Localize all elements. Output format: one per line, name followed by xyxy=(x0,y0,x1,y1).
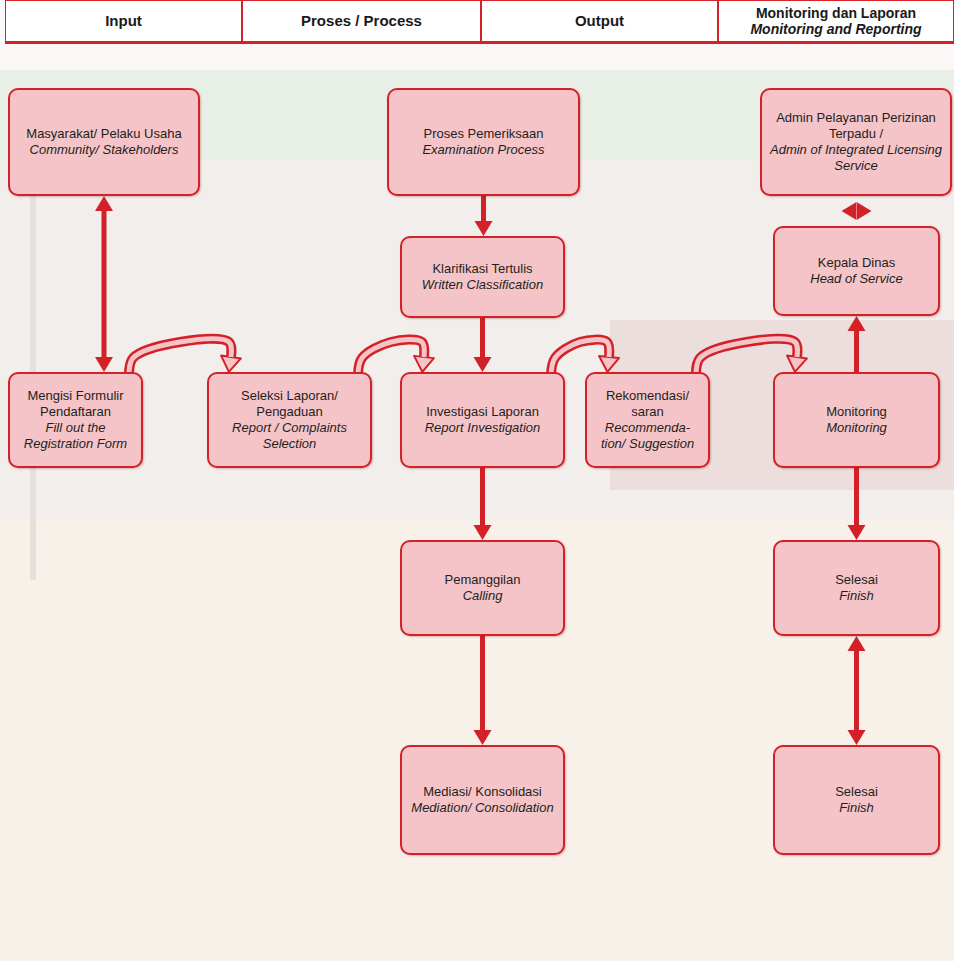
flow-curve-arrow xyxy=(358,339,424,376)
process-box: SelesaiFinish xyxy=(773,745,940,855)
column-header: Output xyxy=(575,12,624,29)
box-label-english: Mediation/ Consolidation xyxy=(410,800,555,816)
flow-curve-arrow xyxy=(551,340,609,376)
box-label: Selesai xyxy=(783,572,930,588)
flow-arrow xyxy=(480,468,485,525)
column-header: Monitoring dan Laporan xyxy=(756,5,916,21)
process-box: Mengisi Formulir PendaftaranFill out the… xyxy=(8,372,143,468)
box-label: Seleksi Laporan/ Pengaduan xyxy=(217,388,362,421)
box-content: SelesaiFinish xyxy=(783,572,930,605)
box-label: Masyarakat/ Pelaku Usaha xyxy=(18,126,190,142)
box-label-english: Community/ Stakeholders xyxy=(18,142,190,158)
box-label-english: Fill out the Registration Form xyxy=(18,420,133,453)
header-cell: Input xyxy=(5,0,242,44)
column-header: Input xyxy=(105,12,142,29)
header-cell: Monitoring dan LaporanMonitoring and Rep… xyxy=(718,0,954,44)
box-content: Investigasi LaporanReport Investigation xyxy=(410,404,555,437)
flag-pole xyxy=(30,160,36,580)
process-box: Seleksi Laporan/ PengaduanReport / Compl… xyxy=(207,372,372,468)
process-box: Mediasi/ KonsolidasiMediation/ Consolida… xyxy=(400,745,565,855)
process-box: PemanggilanCalling xyxy=(400,540,565,636)
process-box: Rekomendasi/ saranRecommenda-tion/ Sugge… xyxy=(585,372,710,468)
flow-curve-arrow xyxy=(696,339,797,376)
box-label-english: Calling xyxy=(410,588,555,604)
box-content: Kepala DinasHead of Service xyxy=(783,255,930,288)
flow-arrow xyxy=(480,636,485,730)
box-content: SelesaiFinish xyxy=(783,784,930,817)
arrow-fill xyxy=(129,339,231,376)
process-box: MonitoringMonitoring xyxy=(773,372,940,468)
flow-arrow xyxy=(481,196,486,221)
process-box: Klarifikasi TertulisWritten Classificati… xyxy=(400,236,565,318)
box-content: Mengisi Formulir PendaftaranFill out the… xyxy=(18,388,133,453)
box-label-english: Monitoring xyxy=(783,420,930,436)
box-label: Investigasi Laporan xyxy=(410,404,555,420)
arrow-fill xyxy=(358,339,424,376)
box-label: Kepala Dinas xyxy=(783,255,930,271)
box-label: Selesai xyxy=(783,784,930,800)
arrow-fill xyxy=(551,340,609,376)
process-box: Masyarakat/ Pelaku UsahaCommunity/ Stake… xyxy=(8,88,200,196)
box-label-english: Finish xyxy=(783,588,930,604)
box-label: Mengisi Formulir Pendaftaran xyxy=(18,388,133,421)
box-label-english: Report Investigation xyxy=(410,420,555,436)
box-label: Rekomendasi/ saran xyxy=(595,388,700,421)
box-content: Klarifikasi TertulisWritten Classificati… xyxy=(410,261,555,294)
box-content: Admin Pelayanan Perizinan Terpadu /Admin… xyxy=(770,110,942,175)
box-label-english: Finish xyxy=(783,800,930,816)
process-box: Admin Pelayanan Perizinan Terpadu /Admin… xyxy=(760,88,952,196)
box-label: Pemanggilan xyxy=(410,572,555,588)
arrow-fill xyxy=(696,339,797,376)
box-content: Proses PemeriksaanExamination Process xyxy=(397,126,570,159)
box-content: PemanggilanCalling xyxy=(410,572,555,605)
flow-arrow xyxy=(854,651,859,730)
header-cell: Proses / Process xyxy=(242,0,481,44)
box-label-english: Admin of Integrated Licensing Service xyxy=(770,142,942,175)
flow-arrow xyxy=(102,211,107,357)
box-content: Mediasi/ KonsolidasiMediation/ Consolida… xyxy=(410,784,555,817)
box-label-english: Examination Process xyxy=(397,142,570,158)
box-content: Seleksi Laporan/ PengaduanReport / Compl… xyxy=(217,388,362,453)
box-label: Mediasi/ Konsolidasi xyxy=(410,784,555,800)
flow-arrow xyxy=(854,331,859,372)
building-wall xyxy=(0,160,954,520)
box-label-english: Report / Complaints Selection xyxy=(217,420,362,453)
box-label-english: Recommenda-tion/ Suggestion xyxy=(595,420,700,453)
flow-arrow xyxy=(854,468,859,525)
column-header: Proses / Process xyxy=(301,12,422,29)
box-content: Masyarakat/ Pelaku UsahaCommunity/ Stake… xyxy=(18,126,190,159)
box-label: Admin Pelayanan Perizinan Terpadu / xyxy=(770,110,942,143)
header-cell: Output xyxy=(481,0,718,44)
column-header: Monitoring and Reporting xyxy=(750,21,921,37)
box-label-english: Written Classification xyxy=(410,277,555,293)
process-box: SelesaiFinish xyxy=(773,540,940,636)
box-content: Rekomendasi/ saranRecommenda-tion/ Sugge… xyxy=(595,388,700,453)
flow-arrow xyxy=(480,318,485,357)
flow-curve-arrow xyxy=(129,339,231,376)
box-content: MonitoringMonitoring xyxy=(783,404,930,437)
ground xyxy=(0,520,954,961)
box-label: Monitoring xyxy=(783,404,930,420)
process-box: Kepala DinasHead of Service xyxy=(773,226,940,316)
process-box: Proses PemeriksaanExamination Process xyxy=(387,88,580,196)
box-label: Proses Pemeriksaan xyxy=(397,126,570,142)
box-label: Klarifikasi Tertulis xyxy=(410,261,555,277)
box-label-english: Head of Service xyxy=(783,271,930,287)
process-box: Investigasi LaporanReport Investigation xyxy=(400,372,565,468)
